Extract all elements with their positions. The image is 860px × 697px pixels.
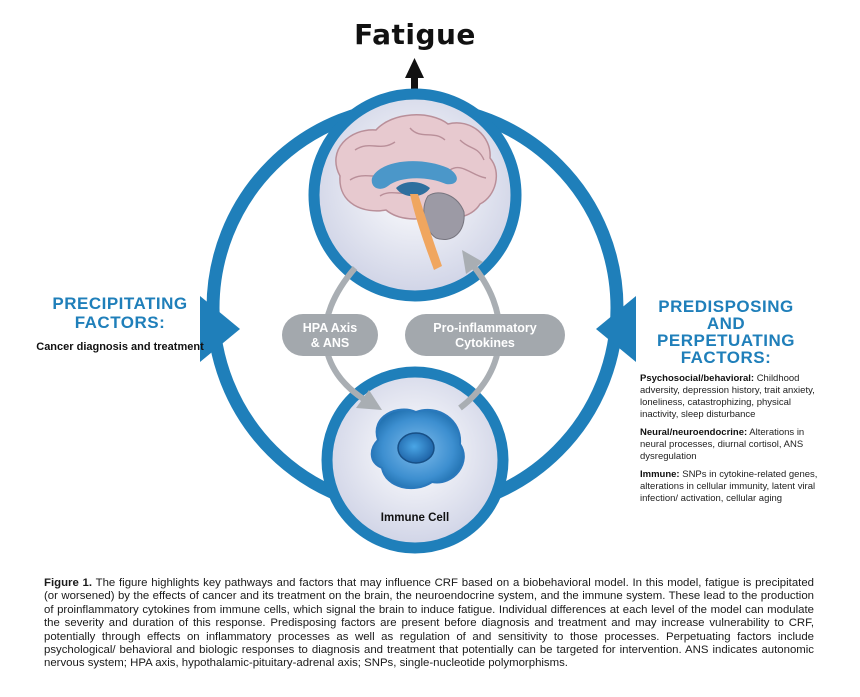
factor-label: Neural/neuroendocrine: (640, 427, 748, 438)
factor-text: SNPs in cytokine-related genes, alterati… (640, 469, 818, 504)
predisposing-heading-line3: PERPETUATING (657, 331, 795, 350)
cytokines-label-line1: Pro-inflammatory (433, 321, 537, 335)
hpa-axis-pill (282, 314, 378, 356)
precipitating-heading-line2: FACTORS: (74, 313, 166, 332)
hpa-label-line2: & ANS (310, 336, 350, 350)
factor-item: Neural/neuroendocrine: Alterations in ne… (640, 427, 830, 463)
cytokines-label: Pro-inflammatory Cytokines (405, 321, 565, 351)
factor-item: Immune: SNPs in cytokine-related genes, … (640, 469, 830, 505)
precipitating-heading-line1: PRECIPITATING (52, 294, 188, 313)
predisposing-heading-line1: PREDISPOSING (658, 297, 794, 316)
cytokines-pill (405, 314, 565, 356)
caption-label: Figure 1. (44, 577, 93, 589)
precipitating-heading: PRECIPITATING FACTORS: (20, 294, 220, 332)
precipitating-subtitle: Cancer diagnosis and treatment (36, 341, 204, 353)
diagram-canvas (200, 58, 636, 554)
precipitating-arrow-icon (200, 296, 240, 362)
fatigue-title: Fatigue (354, 18, 476, 51)
predisposing-factor-list: Psychosocial/behavioral: Childhood adver… (640, 373, 830, 511)
predisposing-heading: PREDISPOSING AND PERPETUATING FACTORS: (626, 298, 826, 366)
cytokines-label-line2: Cytokines (455, 336, 515, 350)
immune-cell-label: Immune Cell (380, 512, 450, 524)
immune-cell-icon (370, 408, 465, 490)
factor-item: Psychosocial/behavioral: Childhood adver… (640, 373, 830, 421)
factor-text: Alterations in neural processes, diurnal… (640, 427, 805, 462)
hpa-axis-label: HPA Axis & ANS (285, 321, 375, 351)
predisposing-arrow-icon (596, 296, 636, 362)
hpa-label-line1: HPA Axis (302, 321, 358, 335)
factor-label: Immune: (640, 469, 680, 480)
brain-icon (335, 114, 498, 270)
factor-label: Psychosocial/behavioral: (640, 373, 755, 384)
figure-caption: Figure 1. The figure highlights key path… (44, 577, 814, 671)
factor-text: Childhood adversity, depression history,… (640, 373, 815, 420)
predisposing-heading-line2: AND (706, 314, 746, 333)
predisposing-heading-line4: FACTORS: (680, 348, 772, 367)
precipitating-factors: PRECIPITATING FACTORS: Cancer diagnosis … (20, 294, 220, 355)
caption-text: The figure highlights key pathways and f… (44, 577, 814, 670)
